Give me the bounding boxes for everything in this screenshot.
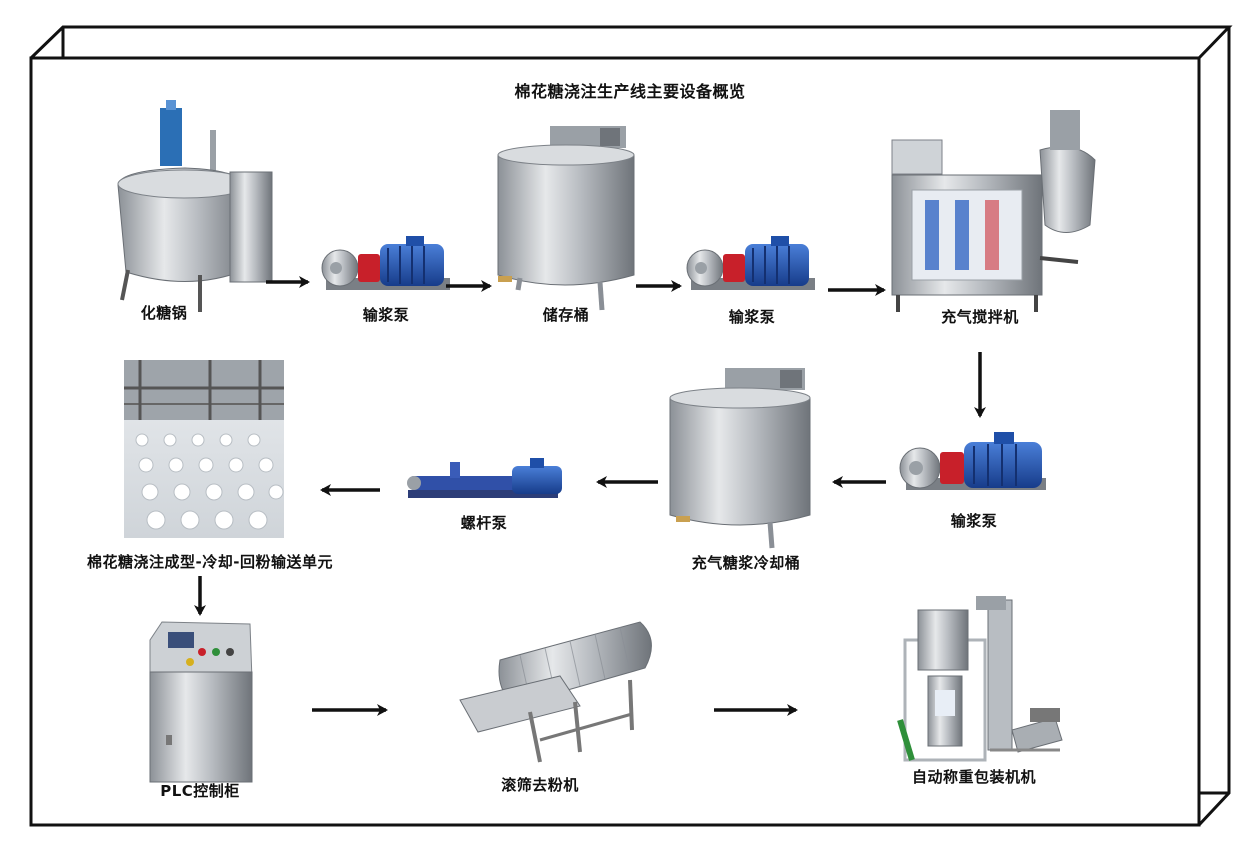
pump-2-machine	[686, 236, 815, 290]
label-packing-machine: 自动称重包装机机	[911, 768, 1037, 786]
label-pump-3: 输浆泵	[950, 512, 998, 530]
label-plc-cabinet: PLC控制柜	[160, 782, 240, 800]
label-pump-2: 输浆泵	[728, 308, 776, 326]
box-frame	[29, 25, 1233, 827]
label-depositing-unit: 棉花糖浇注成型-冷却-回粉输送单元	[87, 553, 333, 571]
aeration-mixer-machine	[891, 110, 1096, 312]
screw-pump-machine	[407, 458, 562, 498]
flow-arrows	[194, 276, 986, 716]
depositing-unit-machine	[124, 360, 284, 538]
sugar-cooker-machine	[117, 100, 273, 312]
tumbler-sieve-machine	[459, 621, 652, 763]
pump-1-machine	[321, 236, 450, 290]
label-sugar-cooker: 化糖锅	[140, 304, 188, 322]
label-storage-tank: 储存桶	[542, 306, 590, 324]
diagram-title: 棉花糖浇注生产线主要设备概览	[514, 82, 746, 101]
label-screw-pump: 螺杆泵	[460, 514, 508, 532]
label-pump-1: 输浆泵	[362, 306, 410, 324]
label-cooling-tank: 充气糖浆冷却桶	[691, 554, 801, 572]
cooling-tank-machine	[669, 368, 811, 549]
packing-machine-machine	[897, 596, 1063, 762]
storage-tank-machine	[497, 126, 635, 311]
label-aeration-mixer: 充气搅拌机	[941, 308, 1019, 326]
plc-cabinet-machine	[149, 621, 253, 783]
pump-3-machine	[899, 432, 1046, 490]
label-tumbler-sieve: 滚筛去粉机	[501, 776, 579, 794]
